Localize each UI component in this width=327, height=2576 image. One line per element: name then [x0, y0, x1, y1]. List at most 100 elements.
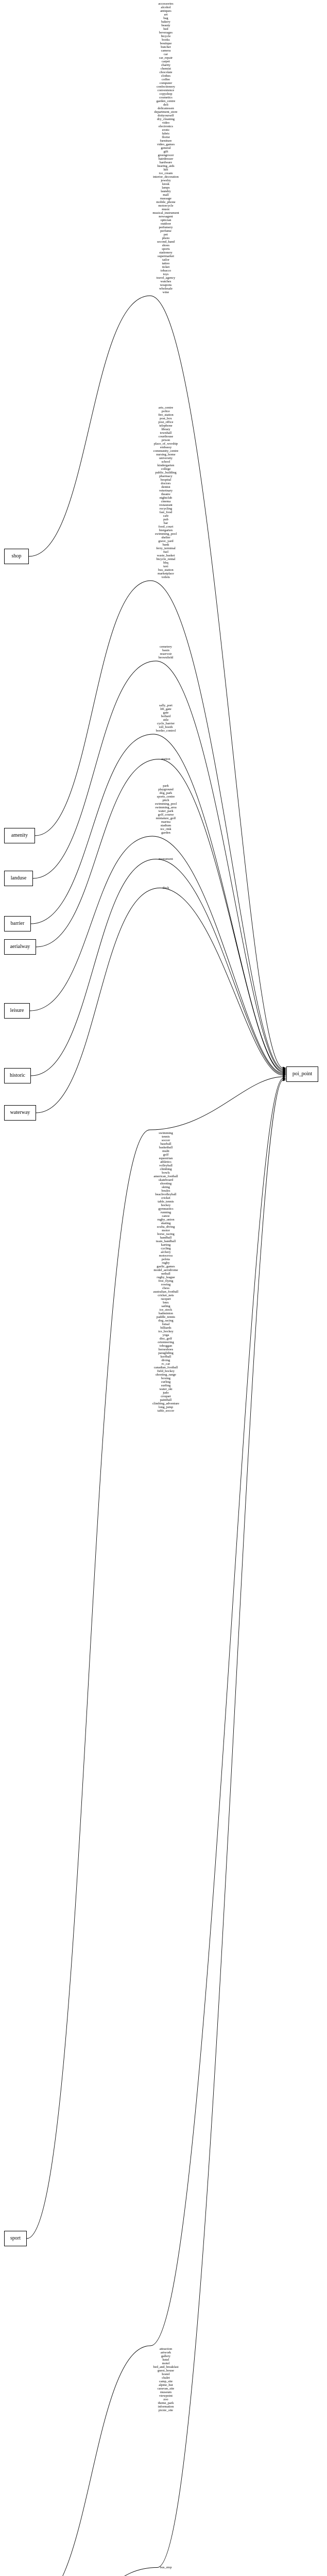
edge-value: american_football	[153, 1175, 178, 1178]
edge-value: horseshoes	[158, 1348, 174, 1351]
category-node-label: shop	[11, 553, 22, 559]
edge-leisure	[29, 836, 284, 1074]
edge-value: toilets	[162, 575, 170, 579]
edge-value: athletics	[160, 1160, 171, 1164]
edge-value: bed_and_breakfast	[153, 2365, 179, 2369]
edge-value: veterinary	[159, 489, 173, 493]
edge-value: bag	[163, 16, 168, 20]
arrowhead-highway	[283, 1078, 286, 1081]
category-node-label: amenity	[11, 833, 28, 838]
edge-value: alcohol	[161, 6, 171, 9]
edge-value: cycle_barrier	[157, 722, 175, 725]
edge-value: nursing_home	[156, 453, 176, 456]
category-node-shop: shop	[4, 549, 29, 564]
edge-value: multi	[162, 1149, 169, 1153]
edge-value: sports_centre	[157, 795, 175, 799]
edge-value: convenience	[157, 89, 175, 92]
edge-value: archery	[161, 1250, 171, 1254]
edge-value: gate	[163, 711, 169, 715]
edge-value: courthouse	[158, 435, 174, 438]
edge-value: prison	[161, 438, 170, 442]
edge-value: paragliding	[158, 1351, 174, 1355]
edge-value: water_park	[158, 809, 174, 813]
edge-value: doityourself	[158, 114, 174, 117]
edge-value: perfumery	[159, 226, 173, 229]
edge-value: townhall	[160, 431, 172, 435]
category-node-sport: sport	[4, 2231, 27, 2246]
edge-value: yoga	[162, 1333, 169, 1337]
edge-value: gymnastics	[158, 1207, 174, 1211]
edge-value: theatre	[161, 493, 170, 496]
edge-value: photo	[162, 236, 170, 240]
edge-value: tailor	[162, 258, 169, 262]
edge-value: accessories	[158, 2, 174, 6]
edge-value: cricket	[161, 1196, 170, 1200]
edge-value: orienteering	[158, 1341, 174, 1344]
category-node-label: leisure	[10, 1008, 24, 1013]
edge-value: paintball	[160, 1398, 172, 1402]
edge-value: jewelry	[161, 179, 171, 182]
edge-value: general	[161, 146, 171, 150]
edge-value: golf	[163, 1153, 169, 1157]
edge-value: doctors	[161, 482, 171, 485]
edge-labels-highway: bus_stop	[160, 2566, 171, 2569]
edge-value: erotic	[162, 128, 170, 132]
edge-value: college	[161, 467, 171, 471]
edge-value: bus_stop	[160, 2566, 172, 2569]
edge-value: sailing	[161, 1304, 170, 1308]
edge-historic	[30, 859, 284, 1076]
category-node-label: landuse	[10, 875, 27, 881]
edge-value: marketplace	[158, 572, 174, 575]
edge-value: shelter	[161, 536, 170, 539]
edge-value: sally_port	[159, 704, 173, 707]
edge-value: hostel	[162, 2372, 170, 2376]
edge-value: garden_centre	[156, 99, 176, 103]
edge-value: swimming	[159, 1131, 173, 1135]
edge-value: long_jump	[158, 1405, 174, 1409]
edge-value: carpet	[162, 60, 170, 63]
edge-value: cinema	[161, 500, 171, 503]
category-node-barrier: barrier	[4, 916, 31, 931]
edge-value: monument	[159, 857, 173, 861]
edge-value: rc_car	[161, 1362, 170, 1366]
edge-value: computer	[159, 81, 173, 85]
edge-value: hairdresser	[158, 157, 174, 161]
edge-value: motel	[162, 2362, 170, 2365]
edge-value: guest_house	[157, 2369, 175, 2372]
edge-value: confectionery	[157, 85, 175, 89]
edge-value: public_building	[155, 471, 177, 474]
edge-value: ice_rink	[160, 827, 171, 831]
edge-landuse	[32, 660, 284, 1071]
edge-value: marina	[161, 820, 171, 824]
edge-value: post_office	[158, 420, 174, 424]
edge-value: boxing	[161, 1377, 171, 1380]
edge-value: weapons	[160, 283, 172, 287]
edge-value: disc_golf	[159, 1337, 173, 1341]
edge-value: bbq	[163, 561, 168, 565]
edge-value: arts_centre	[158, 406, 174, 410]
edge-value: gift	[163, 150, 168, 154]
edge-value: boules	[161, 1189, 170, 1193]
edge-value: pet	[164, 233, 168, 236]
edge-value: beverages	[159, 31, 173, 35]
edge-value: lift_gate	[160, 707, 171, 711]
edge-value: rugby_union	[157, 1218, 175, 1222]
edge-value: musical_instrument	[152, 211, 179, 215]
edge-value: watches	[160, 280, 171, 283]
edge-value: food_court	[158, 525, 174, 529]
edge-tourism	[62, 1078, 284, 2576]
edge-value: beachvolleyball	[155, 1193, 177, 1196]
edge-value: travel_agency	[156, 276, 176, 280]
edge-value: ice_cream	[159, 172, 173, 175]
edge-value: tennis	[162, 1135, 170, 1139]
edge-value: motocross	[159, 1254, 173, 1258]
edge-value: hifi	[163, 168, 168, 172]
edge-value: bicycle_rental	[156, 557, 176, 561]
edge-value: water_ski	[159, 1387, 173, 1391]
edge-value: shooting_range	[155, 1373, 177, 1377]
edge-value: library	[161, 428, 170, 431]
edge-value: dog_park	[159, 791, 173, 795]
